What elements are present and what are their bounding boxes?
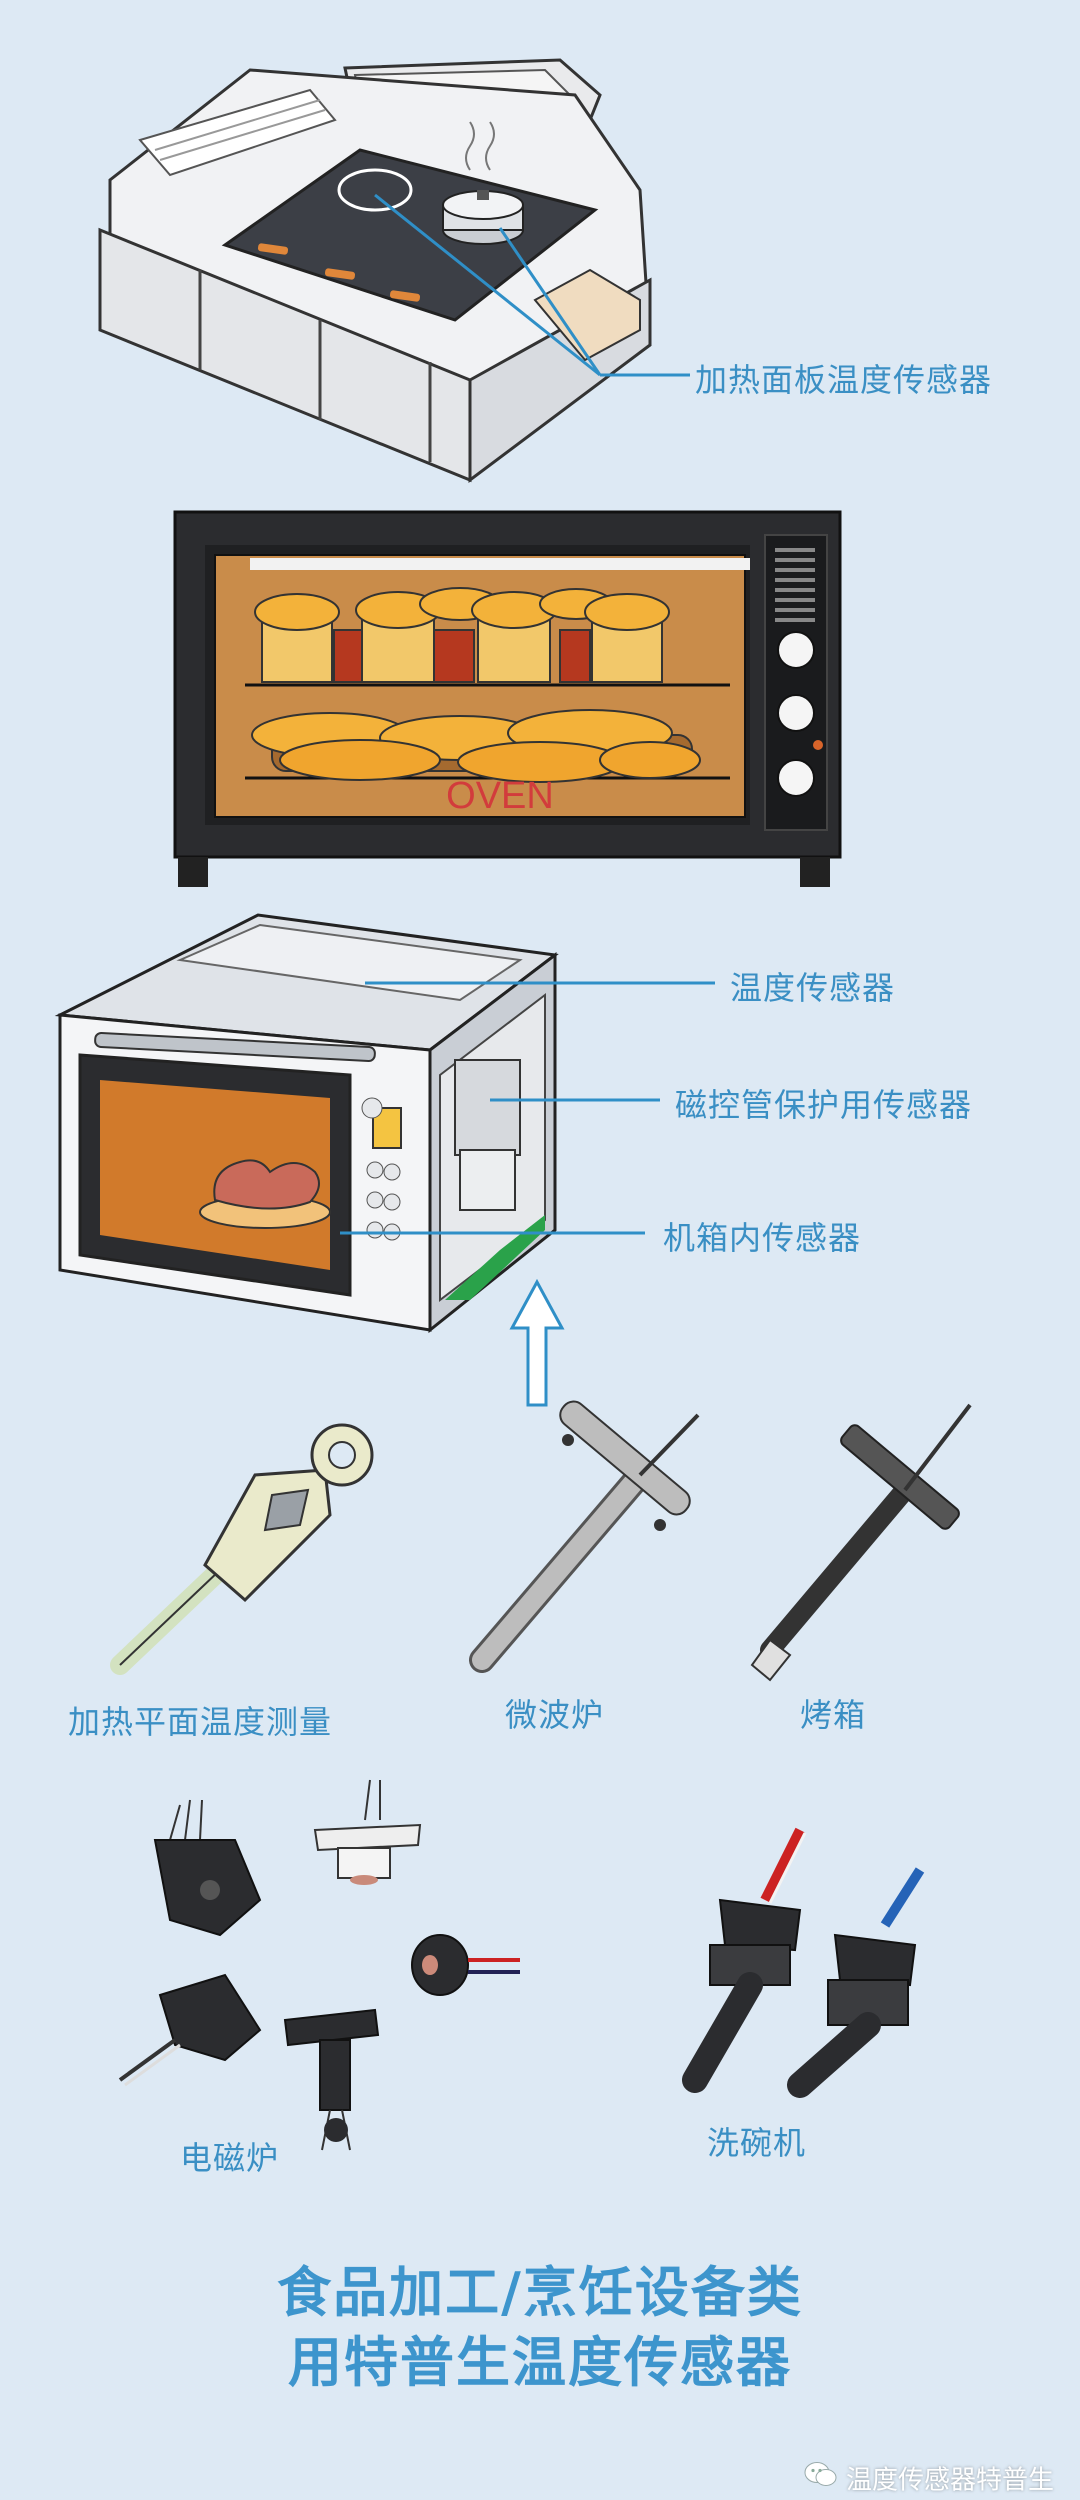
title-line-2: 用特普生温度传感器: [288, 2331, 792, 2394]
label-heating-plane: 加热平面温度测量: [68, 1703, 333, 1741]
dishwasher-sensors-illustration: [682, 1827, 925, 2098]
label-induction: 电磁炉: [180, 2139, 280, 2177]
leader-line: [498, 227, 602, 376]
label-oven: 烤箱: [800, 1696, 867, 1734]
title-line-1: 食品加工/烹饪设备类: [277, 2261, 803, 2324]
microwave-illustration: [54, 913, 559, 1334]
callout-cooktop-panel: 加热面板温度传感器: [695, 361, 993, 399]
oven-text: OVEN: [446, 775, 554, 817]
oven-illustration: OVEN: [173, 510, 842, 887]
watermark: 温度传感器特普生: [804, 2460, 1054, 2497]
oven-sensor-illustration: [750, 1403, 972, 1682]
heating-plane-sensor-illustration: [110, 1423, 374, 1675]
callout-magnetron: 磁控管保护用传感器: [675, 1086, 973, 1124]
watermark-text: 温度传感器特普生: [845, 2465, 1054, 2496]
leader-line: [374, 193, 601, 377]
label-dishwasher: 洗碗机: [707, 2124, 807, 2162]
microwave-sensor-illustration: [469, 1400, 700, 1673]
wechat-icon: [804, 2461, 838, 2496]
up-arrow-icon: [509, 1278, 565, 1407]
induction-sensors-illustration: [118, 1779, 520, 2151]
callout-cabinet: 机箱内传感器: [663, 1219, 862, 1257]
callout-microwave-temp: 温度传感器: [730, 969, 896, 1007]
label-microwave: 微波炉: [505, 1696, 605, 1734]
cooktop-illustration: [98, 58, 652, 483]
